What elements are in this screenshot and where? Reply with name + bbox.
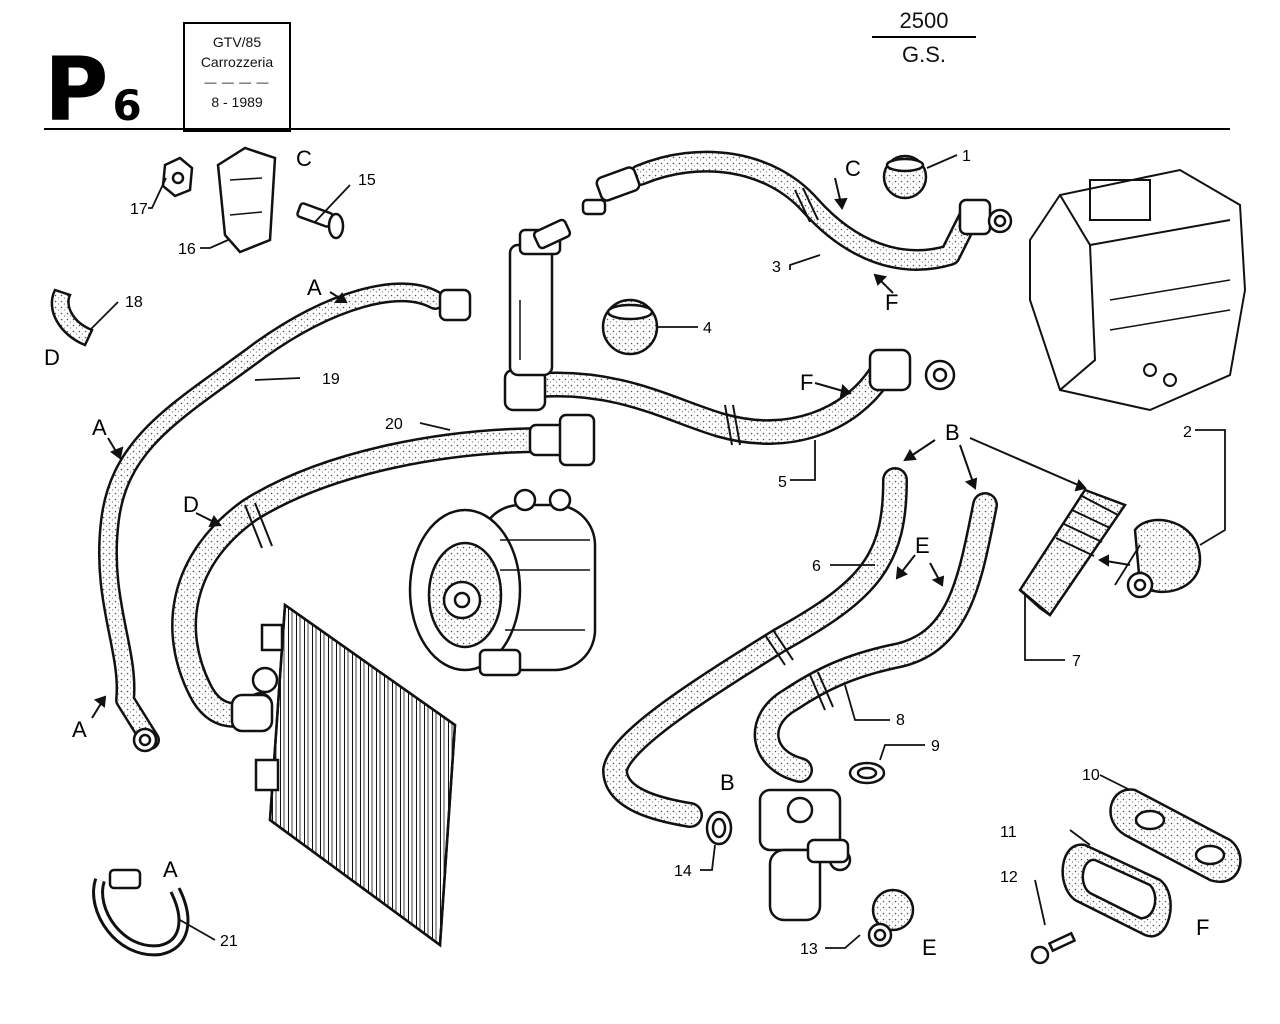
callout-18: 18 bbox=[125, 294, 143, 311]
clip-14 bbox=[705, 810, 733, 846]
grommet-13 bbox=[867, 888, 915, 948]
hose-20-band bbox=[244, 502, 273, 549]
callout-19: 19 bbox=[322, 371, 340, 388]
callout-20: 20 bbox=[385, 416, 403, 433]
letter-a-hose-19: A bbox=[307, 275, 322, 300]
model-label: GTV/85 bbox=[212, 34, 262, 50]
cap-2 bbox=[1126, 518, 1202, 599]
hose-5-band bbox=[724, 404, 741, 446]
letter-e-hoses: E bbox=[915, 533, 930, 558]
letter-f-hose-3: F bbox=[885, 290, 898, 315]
hose-20 bbox=[171, 427, 558, 728]
strap-21 bbox=[92, 868, 190, 957]
callout-11: 11 bbox=[1000, 824, 1017, 841]
hose-6 bbox=[602, 467, 908, 828]
hose-19-fitting bbox=[132, 288, 472, 753]
hose-8-band bbox=[809, 671, 834, 711]
callout-5: 5 bbox=[778, 474, 787, 491]
callout-7: 7 bbox=[1072, 653, 1081, 670]
callout-8: 8 bbox=[896, 712, 905, 729]
part-number-labels: 1 2 3 4 5 6 7 8 9 10 11 12 13 14 15 16 1… bbox=[125, 148, 1192, 958]
info-separator: — — — — bbox=[204, 75, 270, 89]
callout-17: 17 bbox=[130, 201, 148, 218]
letter-a-hose-19-mid: A bbox=[92, 415, 107, 440]
condenser bbox=[254, 602, 457, 948]
callout-14: 14 bbox=[674, 863, 692, 880]
letter-c-bracket: C bbox=[296, 146, 312, 171]
water-valve bbox=[758, 788, 852, 922]
callout-9: 9 bbox=[931, 738, 940, 755]
variant-label: G.S. bbox=[901, 42, 946, 67]
hose-3-band bbox=[794, 187, 819, 223]
clip-9 bbox=[848, 761, 886, 785]
bracket-16 bbox=[216, 146, 277, 254]
compressor bbox=[408, 488, 597, 677]
connection-letter-labels: A A A A B B C C D D E E F F F bbox=[44, 146, 1209, 960]
grommet-4 bbox=[601, 298, 659, 356]
letter-f-plate: F bbox=[1196, 915, 1209, 940]
letter-b-clip: B bbox=[720, 770, 735, 795]
hose-5-fitting bbox=[503, 348, 956, 412]
callout-1: 1 bbox=[962, 148, 971, 165]
hose-3-left-fitting bbox=[581, 166, 641, 216]
callout-13: 13 bbox=[800, 941, 818, 958]
page-code: P6 bbox=[44, 46, 142, 134]
callout-10: 10 bbox=[1082, 767, 1100, 784]
plate-11 bbox=[1061, 843, 1172, 938]
engine-divider bbox=[872, 36, 976, 38]
hose-8 bbox=[753, 492, 998, 783]
engine-spec: 2500 G.S. bbox=[872, 8, 976, 68]
section-label: Carrozzeria bbox=[200, 54, 274, 70]
hose-20-fitting bbox=[230, 413, 596, 733]
callout-2: 2 bbox=[1183, 424, 1192, 441]
hose-5 bbox=[527, 362, 893, 445]
letter-a-strap: A bbox=[163, 857, 178, 882]
letter-a-hose-19-end: A bbox=[72, 717, 87, 742]
letter-d-clip: D bbox=[44, 345, 60, 370]
date-label: 8 - 1989 bbox=[211, 94, 263, 110]
letter-b-hoses: B bbox=[945, 420, 960, 445]
callout-21: 21 bbox=[220, 933, 238, 950]
letter-c-hose-3: C bbox=[845, 156, 861, 181]
letter-d-hose-20: D bbox=[183, 492, 199, 517]
hose-3-right-fitting bbox=[958, 198, 1013, 236]
hose-6-band bbox=[764, 629, 794, 666]
callout-4: 4 bbox=[703, 320, 712, 337]
model-info-box: GTV/85 Carrozzeria — — — — 8 - 1989 bbox=[183, 22, 291, 132]
hose-19 bbox=[97, 282, 445, 750]
screw-12 bbox=[1030, 931, 1077, 965]
callout-12: 12 bbox=[1000, 869, 1018, 886]
screw-15 bbox=[296, 202, 345, 240]
receiver-drier bbox=[508, 218, 572, 377]
clip-18 bbox=[50, 288, 94, 347]
callout-15: 15 bbox=[358, 172, 376, 189]
callout-3: 3 bbox=[772, 259, 781, 276]
nut-17 bbox=[161, 156, 194, 198]
evaporator-unit bbox=[1029, 168, 1247, 412]
gasket-10 bbox=[1109, 788, 1242, 883]
page-code-number: 6 bbox=[112, 81, 142, 130]
letter-f-hose-5: F bbox=[800, 370, 813, 395]
header-rule bbox=[44, 128, 1230, 130]
grommet-1 bbox=[882, 154, 928, 200]
drain-sleeve-7 bbox=[1018, 488, 1127, 617]
engine-label: 2500 bbox=[899, 8, 949, 33]
callout-6: 6 bbox=[812, 558, 821, 575]
letter-e-grommet: E bbox=[922, 935, 937, 960]
callout-16: 16 bbox=[178, 241, 196, 258]
page-code-letter: P bbox=[44, 38, 109, 141]
